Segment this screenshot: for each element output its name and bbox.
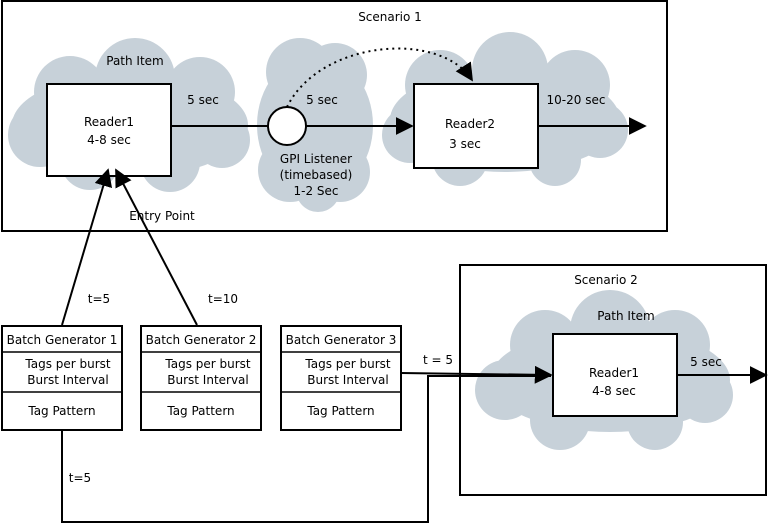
scenario2-reader1-out-delay: 5 sec (690, 355, 722, 369)
generator-title: Batch Generator 2 (146, 333, 257, 347)
reader1-out-delay: 5 sec (187, 93, 219, 107)
gen2-to-reader1-time: t=10 (208, 292, 238, 306)
gen1-to-reader1-arrow (61, 168, 113, 326)
generator-title: Batch Generator 3 (286, 333, 397, 347)
path-item-label: Path Item (106, 54, 164, 68)
reader2-name: Reader2 (445, 117, 495, 131)
scenario2-title: Scenario 2 (574, 273, 638, 287)
generator-tags-per-burst: Tags per burst (164, 357, 251, 371)
scenario2-reader1-name: Reader1 (589, 366, 639, 380)
generator-burst-interval: Burst Interval (167, 373, 249, 387)
gpi-label-line1: GPI Listener (280, 152, 352, 166)
reader1-time: 4-8 sec (87, 133, 131, 147)
generator-tags-per-burst: Tags per burst (24, 357, 111, 371)
gen3-to-scenario2-arrow (400, 365, 553, 384)
batch-generator-1[interactable]: Batch Generator 1 Tags per burst Burst I… (1, 325, 123, 431)
scenario2-path-item-label: Path Item (597, 309, 655, 323)
scenario2-reader1-time: 4-8 sec (592, 384, 636, 398)
generator-burst-interval: Burst Interval (27, 373, 109, 387)
gen1-to-scenario2-time: t=5 (69, 471, 91, 485)
batch-generator-3[interactable]: Batch Generator 3 Tags per burst Burst I… (280, 325, 402, 431)
gen2-to-reader1-arrow (115, 168, 198, 326)
gpi-label-line2: (timebased) (280, 168, 353, 182)
generator-tag-pattern: Tag Pattern (166, 404, 234, 418)
gen1-to-scenario2-line (61, 375, 551, 523)
reader2-box[interactable] (413, 83, 539, 169)
batch-generator-2[interactable]: Batch Generator 2 Tags per burst Burst I… (140, 325, 262, 431)
reader1-name: Reader1 (84, 115, 134, 129)
gpi-delay: 5 sec (306, 93, 338, 107)
gen3-to-scenario2-time: t = 5 (423, 353, 453, 367)
reader1-box[interactable] (46, 83, 172, 177)
reader2-time: 3 sec (449, 137, 481, 151)
gpi-label-line3: 1-2 Sec (293, 184, 338, 198)
gpi-listener-node[interactable] (267, 106, 307, 146)
entry-point-label: Entry Point (129, 209, 195, 223)
generator-burst-interval: Burst Interval (307, 373, 389, 387)
generator-tag-pattern: Tag Pattern (27, 404, 95, 418)
gen1-to-reader1-time: t=5 (88, 292, 110, 306)
generator-tags-per-burst: Tags per burst (304, 357, 391, 371)
scenario2-reader1-box[interactable] (552, 333, 678, 417)
generator-title: Batch Generator 1 (7, 333, 118, 347)
gpi-trigger-arrow (286, 47, 473, 108)
reader2-out-delay: 10-20 sec (547, 93, 606, 107)
generator-tag-pattern: Tag Pattern (306, 404, 374, 418)
scenario1-title: Scenario 1 (358, 10, 422, 24)
scenario1-frame (1, 0, 668, 232)
